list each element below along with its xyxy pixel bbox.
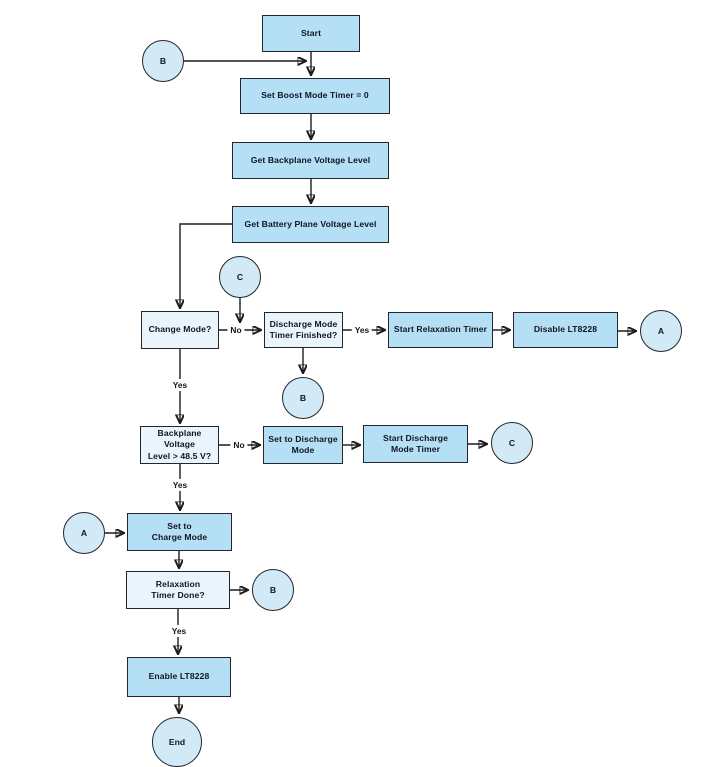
connector-circle-b2: B [282, 377, 324, 419]
terminal-end: End [152, 717, 202, 767]
node-relaxation-timer-done: Relaxation Timer Done? [126, 571, 230, 609]
node-start-relaxation-timer: Start Relaxation Timer [388, 312, 493, 348]
node-backplane-voltage-check: Backplane Voltage Level > 48.5 V? [140, 426, 219, 464]
node-get-backplane-voltage: Get Backplane Voltage Level [232, 142, 389, 179]
connector-circle-a1: A [640, 310, 682, 352]
node-discharge-timer-finished: Discharge Mode Timer Finished? [264, 312, 343, 348]
edge-label-yes-relaxation: Yes [168, 625, 190, 637]
edge-label-yes-discharge-timer: Yes [351, 324, 373, 336]
edge-label-no-change-mode: No [227, 324, 245, 336]
node-change-mode: Change Mode? [141, 311, 219, 349]
edge-label-yes-change-mode: Yes [169, 379, 191, 391]
connector-circle-c1: C [219, 256, 261, 298]
connector-circle-b3: B [252, 569, 294, 611]
edge-getbattery-to-changemode [180, 223, 232, 307]
connector-circle-a2: A [63, 512, 105, 554]
node-disable-lt8228: Disable LT8228 [513, 312, 618, 348]
node-set-charge-mode: Set to Charge Mode [127, 513, 232, 551]
node-start: Start [262, 15, 360, 52]
node-start-discharge-timer: Start Discharge Mode Timer [363, 425, 468, 463]
node-set-boost-timer: Set Boost Mode Timer = 0 [240, 78, 390, 114]
connector-circle-c2: C [491, 422, 533, 464]
connector-circle-b1: B [142, 40, 184, 82]
edge-label-no-backplane: No [230, 439, 248, 451]
edge-label-yes-backplane: Yes [169, 479, 191, 491]
node-get-battery-voltage: Get Battery Plane Voltage Level [232, 206, 389, 243]
node-enable-lt8228: Enable LT8228 [127, 657, 231, 697]
node-set-discharge-mode: Set to Discharge Mode [263, 426, 343, 464]
